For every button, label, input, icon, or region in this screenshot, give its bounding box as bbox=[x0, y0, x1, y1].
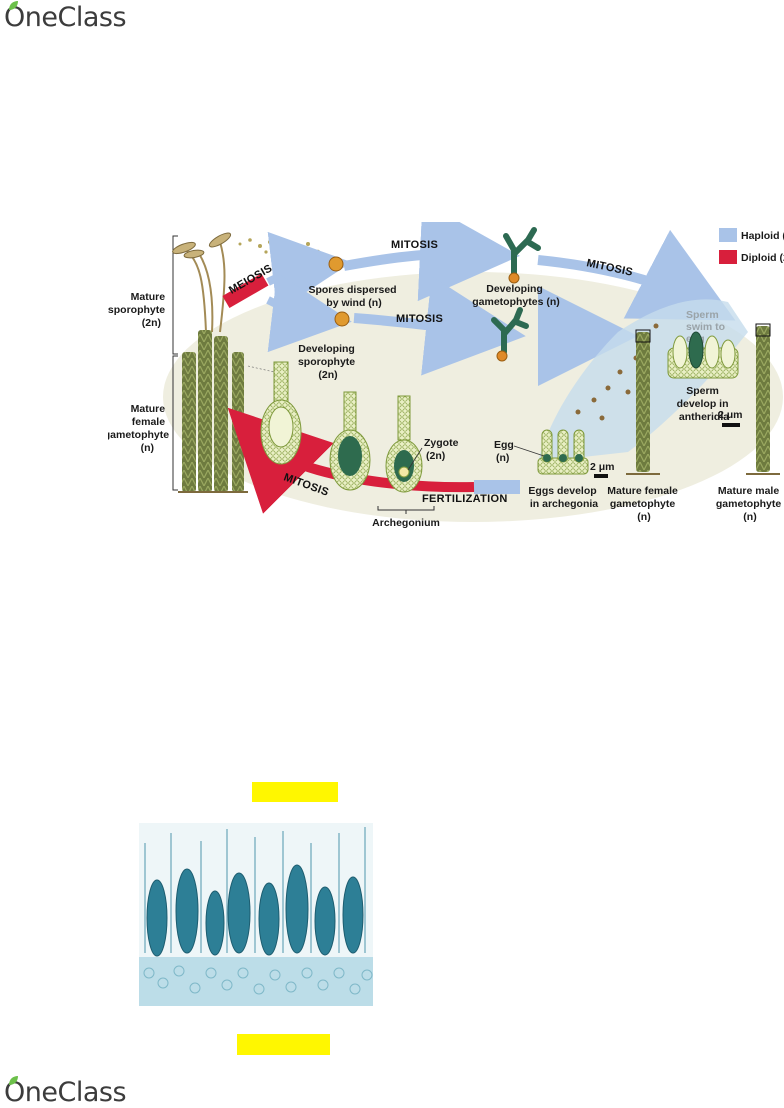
logo-text: OneClass bbox=[4, 1077, 127, 1108]
leaf-icon bbox=[9, 1076, 18, 1085]
archegonium-bracket bbox=[377, 506, 435, 514]
label-sperm-develop-1: Sperm bbox=[686, 385, 719, 397]
scale-bar-right bbox=[722, 423, 740, 427]
developing-sporophyte-stage-2 bbox=[329, 391, 371, 491]
svg-text:Sperm develop in anthe: Sperm develop in antheridia bbox=[677, 385, 732, 423]
arrow-mitosis-right bbox=[537, 229, 736, 321]
arrow-meiosis-to-spore-bottom bbox=[266, 272, 352, 353]
logo-text: OneClass bbox=[4, 2, 127, 33]
svg-text:Egg (n): Egg (n) bbox=[494, 439, 517, 464]
label-mature-male-1: Mature male bbox=[718, 485, 779, 497]
spore-cloud bbox=[238, 238, 321, 262]
label-mature-female-right-2: gametophyte bbox=[610, 498, 676, 510]
label-mature-female-right-3: (n) bbox=[637, 511, 650, 523]
label-spores-1: Spores dispersed bbox=[308, 284, 396, 296]
svg-text:Developing sporophyte: Developing sporophyte (2n) bbox=[298, 343, 358, 381]
label-sperm-swim-2: swim to bbox=[686, 321, 725, 333]
label-zygote-2: (2n) bbox=[426, 450, 445, 462]
leaf-icon bbox=[9, 1, 18, 10]
label-mitosis-mid: MITOSIS bbox=[396, 313, 443, 325]
label-mature-sporophyte-3: (2n) bbox=[142, 317, 161, 329]
developing-sporophyte-stage-3 bbox=[385, 395, 423, 493]
label-scale-right: 2 μm bbox=[718, 409, 743, 421]
mature-male-gametophyte bbox=[746, 323, 780, 475]
label-mature-sporophyte-2: sporophyte bbox=[108, 304, 165, 316]
label-mature-female-4: (n) bbox=[141, 442, 154, 454]
label-mature-male-2: gametophyte bbox=[716, 498, 782, 510]
label-fertilization: FERTILIZATION bbox=[422, 493, 508, 505]
label-mature-male-3: (n) bbox=[743, 511, 756, 523]
antheridia bbox=[667, 331, 739, 379]
label-developing-gametophytes-1: Developing bbox=[486, 283, 543, 295]
label-mitosis-top: MITOSIS bbox=[391, 239, 438, 251]
legend-haploid-swatch bbox=[719, 228, 737, 242]
meiosis-bar bbox=[222, 273, 269, 309]
label-sperm-swim-1: Sperm bbox=[686, 309, 719, 321]
fertilization-haploid-bar bbox=[474, 480, 520, 494]
mature-female-gametophyte-right bbox=[626, 329, 660, 475]
label-zygote-1: Zygote bbox=[424, 437, 459, 449]
svg-text:Mature sporophyte (2n): Mature sporophyte (2n) bbox=[108, 291, 168, 329]
label-archegonium: Archegonium bbox=[372, 517, 440, 529]
label-mature-female-1: Mature bbox=[131, 403, 166, 415]
developing-gametophyte-top bbox=[503, 227, 541, 284]
label-mature-female-3: gametophyte bbox=[108, 429, 169, 441]
developing-sporophyte-stage-1 bbox=[260, 361, 302, 465]
label-scale-left: 2 μm bbox=[590, 461, 615, 473]
svg-text:Spores dispersed by wind (: Spores dispersed by wind (n) bbox=[308, 284, 399, 309]
micrograph-asci bbox=[139, 823, 373, 1006]
legend-diploid-label: Diploid (2n) bbox=[741, 252, 784, 264]
label-egg-2: (n) bbox=[496, 452, 509, 464]
legend-diploid-swatch bbox=[719, 250, 737, 264]
label-developing-sporophyte-3: (2n) bbox=[318, 369, 337, 381]
label-eggs-develop-2: in archegonia bbox=[530, 498, 598, 510]
label-developing-sporophyte-1: Developing bbox=[298, 343, 355, 355]
spore-top bbox=[328, 256, 344, 272]
archegonia-with-eggs bbox=[537, 429, 589, 475]
moss-life-cycle-diagram: Mature sporophyte (2n) Mature female gam… bbox=[108, 222, 784, 529]
gametophyte-bracket bbox=[172, 355, 178, 491]
legend-haploid-label: Haploid (n) bbox=[741, 230, 784, 242]
label-sperm-develop-2: develop in bbox=[677, 398, 729, 410]
developing-gametophyte-bottom bbox=[491, 307, 529, 362]
arrow-mitosis-top bbox=[343, 222, 520, 302]
label-mature-female-right-1: Mature female bbox=[607, 485, 678, 497]
spore-bottom bbox=[334, 311, 350, 327]
svg-text:Eggs develop in archegonia: Eggs develop in archegonia bbox=[528, 485, 599, 510]
label-sperm-develop-3: antheridia bbox=[679, 411, 729, 423]
scale-bar-left bbox=[594, 474, 608, 478]
label-developing-gametophytes-2: gametophytes (n) bbox=[472, 296, 560, 308]
mature-moss-plant-left bbox=[172, 232, 248, 493]
highlighted-blank-bottom bbox=[237, 1034, 330, 1055]
egg-pointer bbox=[513, 445, 545, 457]
arrow-mitosis-mid bbox=[353, 275, 526, 376]
label-mature-female-2: female bbox=[132, 416, 165, 428]
label-eggs-develop-1: Eggs develop bbox=[528, 485, 596, 497]
svg-text:Zygote (2n): Zygote (2n) bbox=[424, 437, 461, 462]
svg-text:Developing gametophytes (n: Developing gametophytes (n) bbox=[472, 283, 560, 308]
svg-text:Mature female gametophyte: Mature female gametophyte (n) bbox=[607, 485, 681, 523]
sporophyte-bracket bbox=[172, 235, 178, 355]
oneclass-logo-bottom: OneClass bbox=[4, 1076, 127, 1108]
svg-text:Mature male gametophyte: Mature male gametophyte (n) bbox=[716, 485, 784, 523]
label-egg-1: Egg bbox=[494, 439, 514, 451]
label-spores-2: by wind (n) bbox=[326, 297, 381, 309]
label-developing-sporophyte-2: sporophyte bbox=[298, 356, 355, 368]
arrow-meiosis-to-spore-top bbox=[266, 231, 352, 312]
oneclass-logo-top: OneClass bbox=[4, 1, 127, 33]
highlighted-blank-top bbox=[252, 782, 338, 802]
label-mature-sporophyte-1: Mature bbox=[131, 291, 166, 303]
svg-text:Mature female gametoph: Mature female gametophyte (n) bbox=[108, 403, 172, 454]
